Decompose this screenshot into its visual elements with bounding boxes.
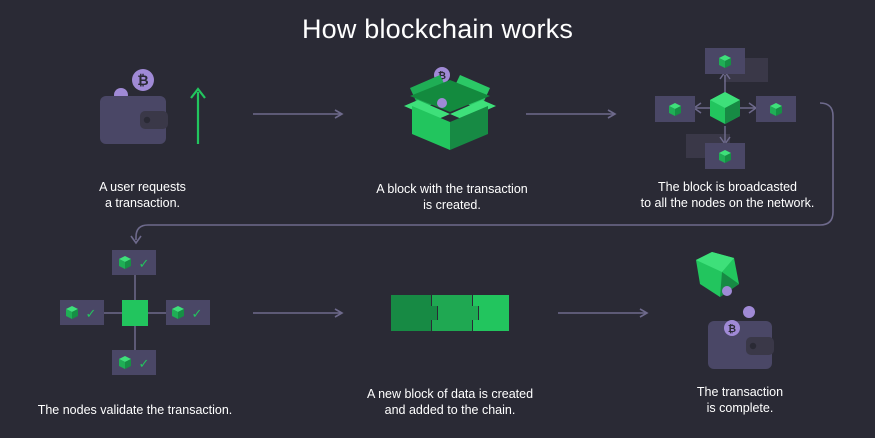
- wallet-icon: [708, 321, 772, 369]
- bitcoin-symbol: ₿: [137, 73, 148, 89]
- step6-complete-group: ₿: [696, 252, 774, 369]
- connector-arrow: [135, 102, 834, 240]
- coin-icon: [132, 69, 154, 91]
- check-icon: ✓: [192, 307, 203, 322]
- step2-open-box-icon: ₿: [404, 67, 496, 150]
- validated-block-icon: [122, 300, 148, 326]
- wallet-icon: [100, 96, 166, 144]
- bitcoin-symbol: ₿: [728, 323, 736, 335]
- step1-wallet-group: ₿: [100, 69, 206, 144]
- check-icon: ✓: [139, 257, 150, 272]
- step5-chain-icon: [391, 295, 509, 331]
- check-icon: ✓: [86, 307, 97, 322]
- step4-validation-group: ✓ ✓ ✓ ✓: [60, 250, 210, 375]
- svg-text:₿: ₿: [438, 70, 446, 82]
- diagram-title: How blockchain works: [301, 14, 574, 44]
- step3-network-group: [655, 48, 796, 169]
- coin-icon: [743, 306, 755, 318]
- check-icon: ✓: [139, 357, 150, 372]
- step4-caption: The nodes validate the transaction.: [37, 403, 233, 417]
